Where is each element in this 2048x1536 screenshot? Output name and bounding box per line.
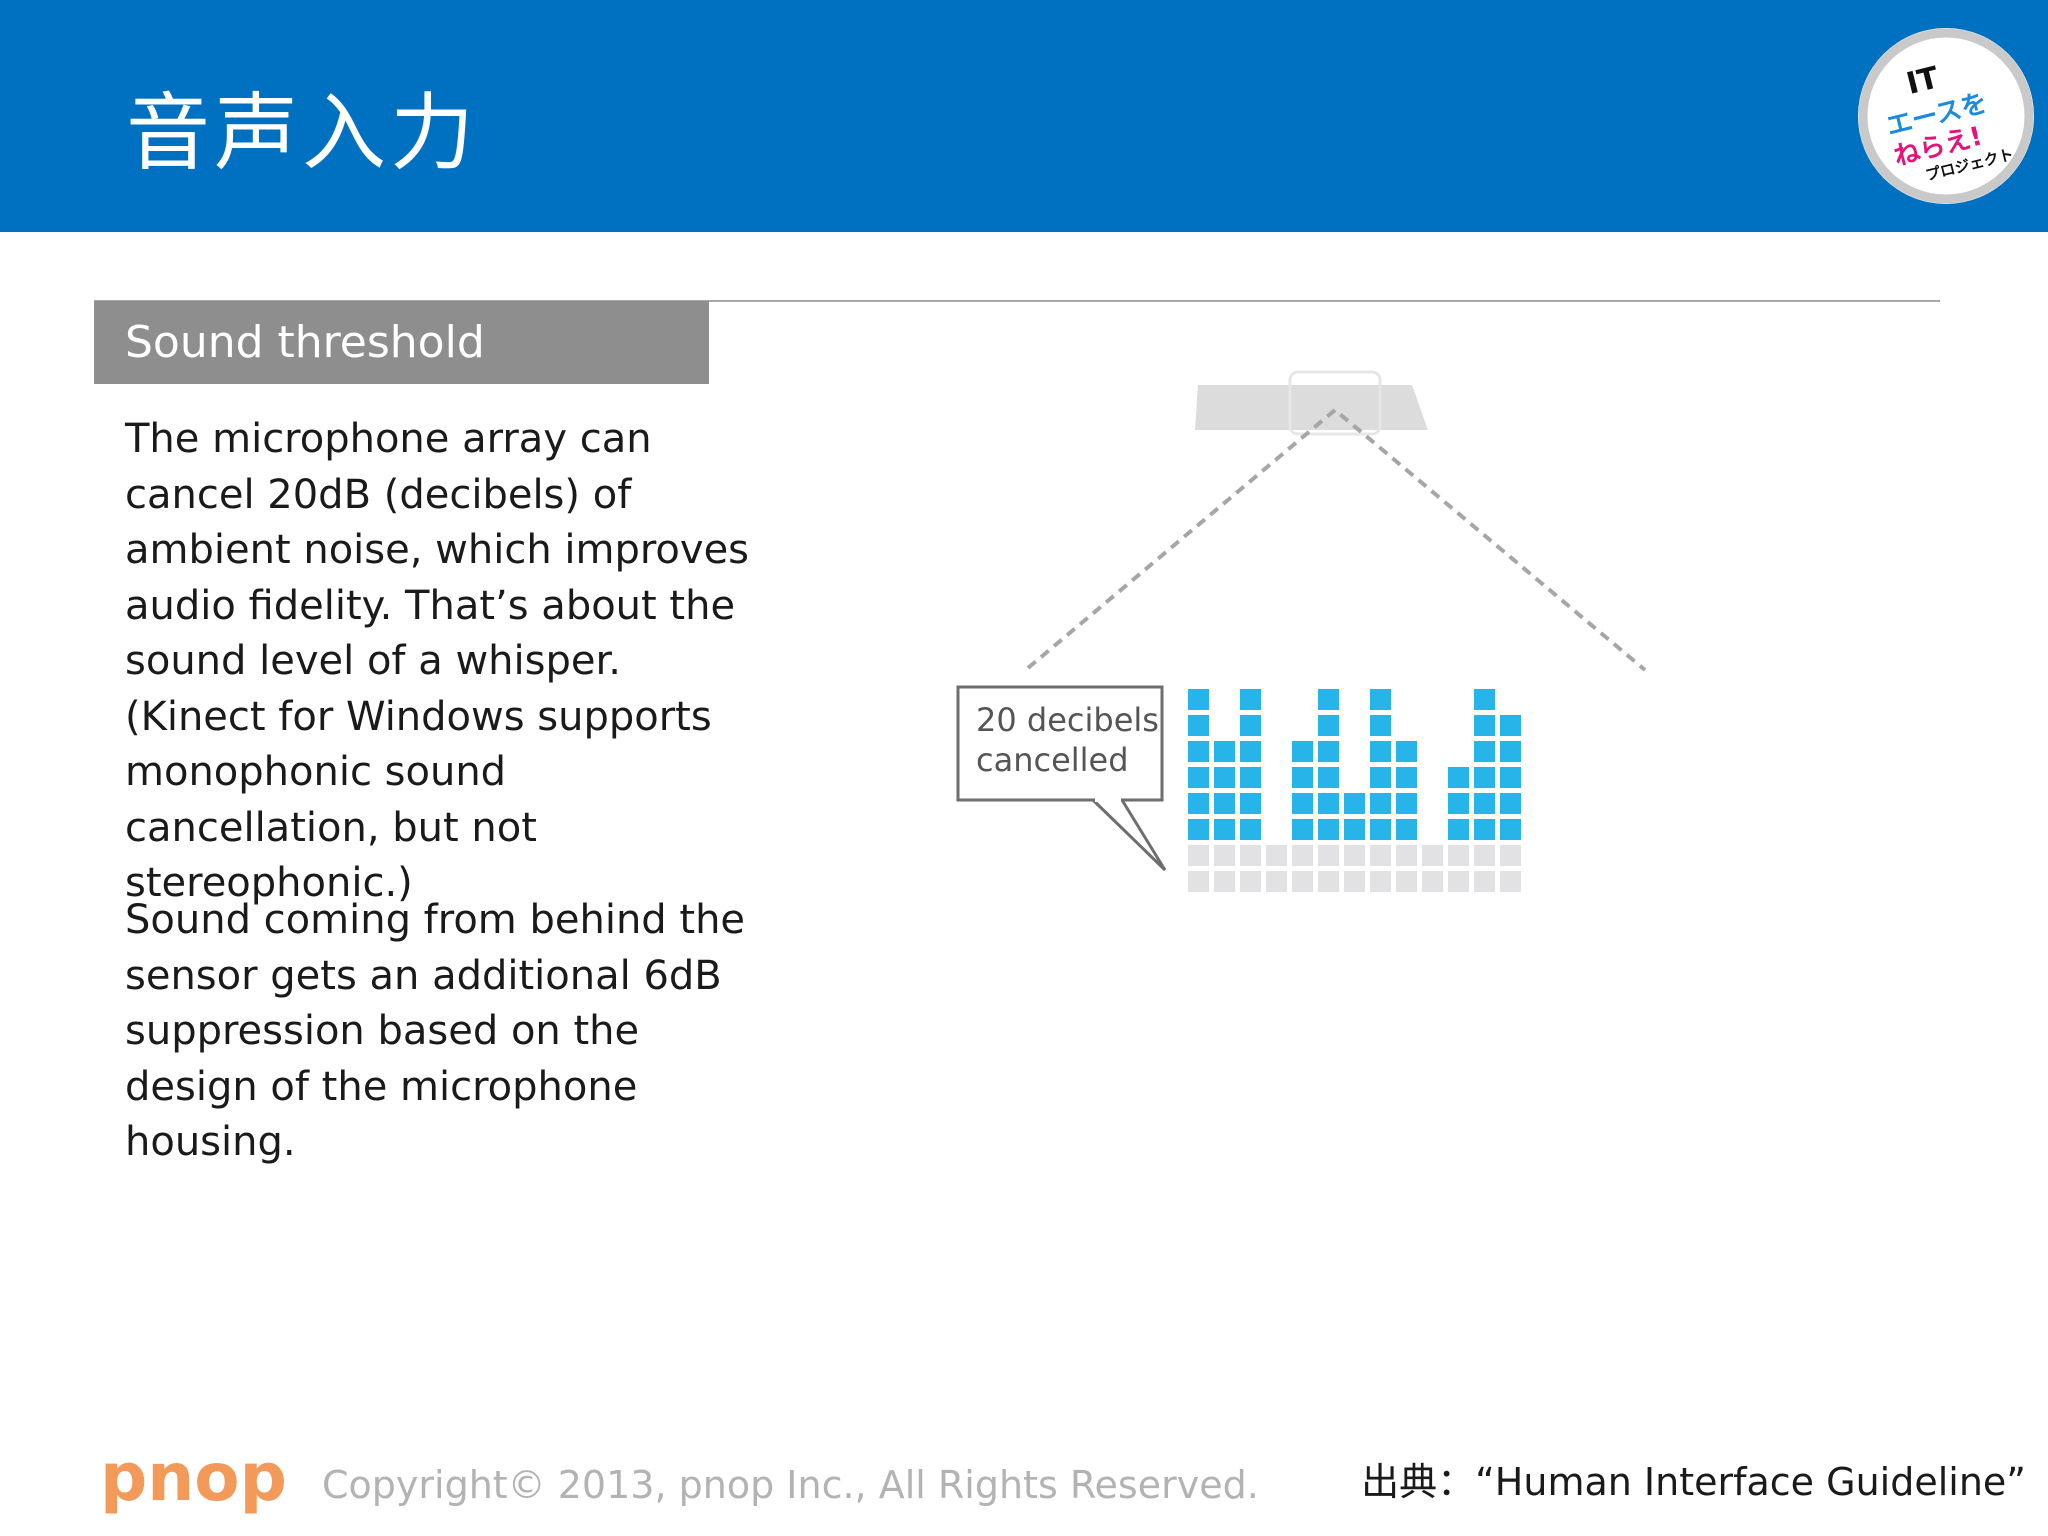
source-citation: 出典：“Human Interface Guideline” bbox=[1361, 1460, 2026, 1504]
active-level-cell bbox=[1396, 741, 1417, 762]
active-level-cell bbox=[1188, 715, 1209, 736]
cancelled-level-cell bbox=[1500, 845, 1521, 866]
active-level-cell bbox=[1240, 819, 1261, 840]
active-level-cell bbox=[1188, 793, 1209, 814]
active-level-cell bbox=[1370, 819, 1391, 840]
active-level-cell bbox=[1448, 767, 1469, 788]
active-level-cell bbox=[1240, 767, 1261, 788]
cancelled-level-cell bbox=[1344, 845, 1365, 866]
body-paragraph-2: Sound coming from behind the sensor gets… bbox=[125, 897, 746, 1165]
section-heading: Sound threshold bbox=[94, 301, 709, 384]
cancelled-level-cell bbox=[1266, 871, 1287, 892]
active-level-cell bbox=[1500, 767, 1521, 788]
cancelled-level-cell bbox=[1188, 845, 1209, 866]
cancelled-level-cell bbox=[1474, 871, 1495, 892]
active-level-cell bbox=[1318, 689, 1339, 710]
cancelled-level-cell bbox=[1240, 845, 1261, 866]
active-level-cell bbox=[1214, 819, 1235, 840]
active-level-cell bbox=[1500, 819, 1521, 840]
sensor-icon bbox=[1195, 385, 1428, 430]
cancelled-level-cell bbox=[1188, 871, 1209, 892]
level-bars bbox=[1188, 689, 1521, 892]
active-level-cell bbox=[1292, 741, 1313, 762]
active-level-cell bbox=[1318, 715, 1339, 736]
cancelled-level-cell bbox=[1370, 871, 1391, 892]
active-level-cell bbox=[1318, 793, 1339, 814]
cancelled-level-cell bbox=[1422, 871, 1443, 892]
active-level-cell bbox=[1448, 793, 1469, 814]
sound-cone-line bbox=[1026, 407, 1647, 672]
active-level-cell bbox=[1474, 741, 1495, 762]
active-level-cell bbox=[1474, 689, 1495, 710]
active-level-cell bbox=[1240, 689, 1261, 710]
active-level-cell bbox=[1396, 819, 1417, 840]
active-level-cell bbox=[1318, 819, 1339, 840]
cancelled-level-cell bbox=[1370, 845, 1391, 866]
cancelled-level-cell bbox=[1500, 871, 1521, 892]
active-level-cell bbox=[1448, 819, 1469, 840]
active-level-cell bbox=[1370, 793, 1391, 814]
active-level-cell bbox=[1474, 767, 1495, 788]
cancelled-level-cell bbox=[1344, 871, 1365, 892]
active-level-cell bbox=[1500, 741, 1521, 762]
sensor-mount-icon bbox=[1288, 370, 1382, 436]
active-level-cell bbox=[1318, 741, 1339, 762]
cancelled-level-cell bbox=[1214, 845, 1235, 866]
cancelled-level-cell bbox=[1292, 871, 1313, 892]
pnop-logo: pnop bbox=[100, 1446, 287, 1516]
callout-box bbox=[956, 685, 1164, 802]
active-level-cell bbox=[1474, 793, 1495, 814]
active-level-cell bbox=[1188, 767, 1209, 788]
cancelled-level-cell bbox=[1448, 845, 1469, 866]
active-level-cell bbox=[1500, 715, 1521, 736]
cancelled-level-cell bbox=[1292, 845, 1313, 866]
cancelled-level-cell bbox=[1214, 871, 1235, 892]
cancelled-level-cell bbox=[1240, 871, 1261, 892]
active-level-cell bbox=[1292, 793, 1313, 814]
active-level-cell bbox=[1370, 689, 1391, 710]
active-level-cell bbox=[1188, 689, 1209, 710]
callout-line-1: 20 decibels bbox=[976, 701, 1159, 739]
active-level-cell bbox=[1474, 715, 1495, 736]
cancelled-level-cell bbox=[1318, 845, 1339, 866]
cancelled-level-cell bbox=[1396, 845, 1417, 866]
slide-title: 音声入力 bbox=[126, 84, 479, 182]
callout-label: 20 decibels cancelled bbox=[976, 700, 1166, 780]
active-level-cell bbox=[1500, 793, 1521, 814]
cancelled-level-cell bbox=[1448, 871, 1469, 892]
active-level-cell bbox=[1318, 767, 1339, 788]
project-badge-logo: IT エースを ねらえ! プロジェクト bbox=[1858, 28, 2034, 204]
cancelled-level-cell bbox=[1266, 845, 1287, 866]
active-level-cell bbox=[1344, 793, 1365, 814]
copyright-text: Copyright© 2013, pnop Inc., All Rights R… bbox=[322, 1463, 1259, 1507]
body-paragraph-1: The microphone array can cancel 20dB (de… bbox=[125, 416, 750, 906]
cancelled-level-cell bbox=[1396, 871, 1417, 892]
pnop-logo-text: pnop bbox=[100, 1446, 287, 1516]
active-level-cell bbox=[1396, 767, 1417, 788]
active-level-cell bbox=[1214, 793, 1235, 814]
active-level-cell bbox=[1292, 819, 1313, 840]
active-level-cell bbox=[1370, 741, 1391, 762]
active-level-cell bbox=[1188, 741, 1209, 762]
active-level-cell bbox=[1214, 767, 1235, 788]
active-level-cell bbox=[1214, 741, 1235, 762]
active-level-cell bbox=[1474, 819, 1495, 840]
active-level-cell bbox=[1344, 819, 1365, 840]
title-bar: 音声入力 bbox=[0, 0, 2048, 232]
cancelled-level-cell bbox=[1422, 845, 1443, 866]
active-level-cell bbox=[1188, 819, 1209, 840]
sound-threshold-diagram bbox=[956, 370, 1647, 892]
active-level-cell bbox=[1396, 793, 1417, 814]
callout-line-2: cancelled bbox=[976, 741, 1129, 779]
active-level-cell bbox=[1370, 767, 1391, 788]
active-level-cell bbox=[1240, 715, 1261, 736]
cancelled-level-cell bbox=[1318, 871, 1339, 892]
callout-pointer bbox=[1089, 798, 1167, 872]
active-level-cell bbox=[1240, 793, 1261, 814]
active-level-cell bbox=[1292, 767, 1313, 788]
active-level-cell bbox=[1240, 741, 1261, 762]
active-level-cell bbox=[1370, 715, 1391, 736]
cancelled-level-cell bbox=[1474, 845, 1495, 866]
section-divider bbox=[94, 300, 1940, 302]
